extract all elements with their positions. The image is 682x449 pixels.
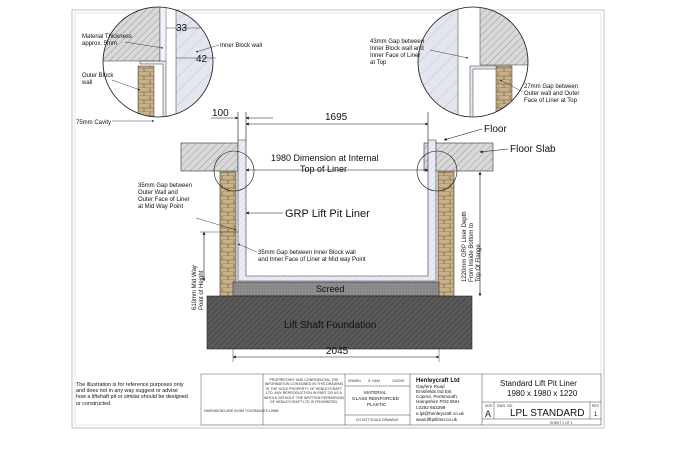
rev-label: REV — [592, 404, 600, 408]
screed-label: Screed — [316, 284, 345, 294]
floor-slab-right — [479, 7, 528, 66]
dwg-label: DWG. NO. — [497, 404, 513, 408]
dim-42: 42 — [196, 54, 208, 65]
title-line-2: 1980 x 1980 x 1220 — [507, 389, 578, 398]
dim-2045: 2045 — [326, 346, 349, 357]
floor-slab-label: Floor Slab — [510, 144, 556, 155]
detail-circle-left — [102, 6, 214, 118]
address-4: Hampshire PO3 8NH — [416, 399, 459, 404]
sheet-number: SHEET 1 OF 1 — [550, 421, 573, 425]
floor-slab-section — [103, 7, 161, 62]
company-web: www.liftpitliner.co.uk — [416, 417, 458, 422]
dim-100: 100 — [212, 108, 229, 119]
address-2: Emsfields Ind Est — [416, 389, 452, 394]
company-name: Henleycraft Ltd — [416, 378, 460, 384]
no-scale: DO NOT SCALE DRAWING — [356, 418, 399, 422]
drawn-label: DRAWN — [348, 379, 361, 383]
dim-1695: 1695 — [325, 112, 348, 123]
company-email: e.lpl@henleycraft.co.uk — [416, 411, 465, 416]
dwg-value: LPL STANDARD — [510, 408, 584, 419]
floor-label: Floor — [484, 124, 507, 135]
company-tel: t.0292 663299 — [416, 405, 446, 410]
size-label: SIZE — [485, 404, 493, 408]
title-block: The illustration is for reference purpos… — [76, 373, 602, 426]
liner-depth-label: 1220mm GRP Liner DepthFrom Inside Bottom… — [462, 211, 482, 282]
rev-value: 1 — [594, 412, 598, 418]
floor-slab-left — [180, 142, 239, 172]
inner-block-wall-right — [418, 7, 459, 117]
material-label: MATERIAL — [364, 390, 387, 395]
label-inner-block-wall: Inner Block wall — [220, 43, 262, 49]
liner-flange-right — [469, 65, 497, 117]
outer-block-wall-section — [137, 65, 155, 117]
small-notes: DIMENSIONS ARE IN MM TOLERANCES ±2MM — [204, 409, 278, 413]
address-3: Copnor, Portsmouth, — [416, 394, 458, 399]
title-line-1: Standard Lift Pit Liner — [500, 379, 577, 388]
grp-liner-label: GRP Lift Pit Liner — [285, 208, 370, 220]
material-value-1: GLASS REINFORCED — [352, 396, 400, 401]
main-section: Screed Lift Shaft Foundation 100 1695 Fl… — [138, 108, 556, 362]
outer-block-right — [495, 65, 513, 117]
dim-33: 33 — [176, 23, 188, 34]
drawn-date: 10/2019 — [392, 379, 404, 383]
size-value: A — [485, 409, 491, 419]
material-value-2: PLASTIC — [367, 402, 387, 407]
sheet-border — [71, 9, 605, 429]
detail-circle-right — [417, 6, 529, 118]
lift-shaft-foundation — [206, 295, 473, 350]
proprietary-notice: PROPRIETARY AND CONFIDENTIAL THE INFORMA… — [264, 378, 344, 405]
address-1: Gayfere Road — [416, 384, 445, 389]
foundation-label: Lift Shaft Foundation — [284, 320, 376, 331]
label-cavity: 75mm Cavity — [76, 120, 111, 126]
mid-way-label: 610mm Mid WayPoint of Height — [192, 265, 205, 310]
drawn-by: S. HAM — [368, 379, 380, 383]
disclaimer: The illustration is for reference purpos… — [76, 382, 188, 407]
